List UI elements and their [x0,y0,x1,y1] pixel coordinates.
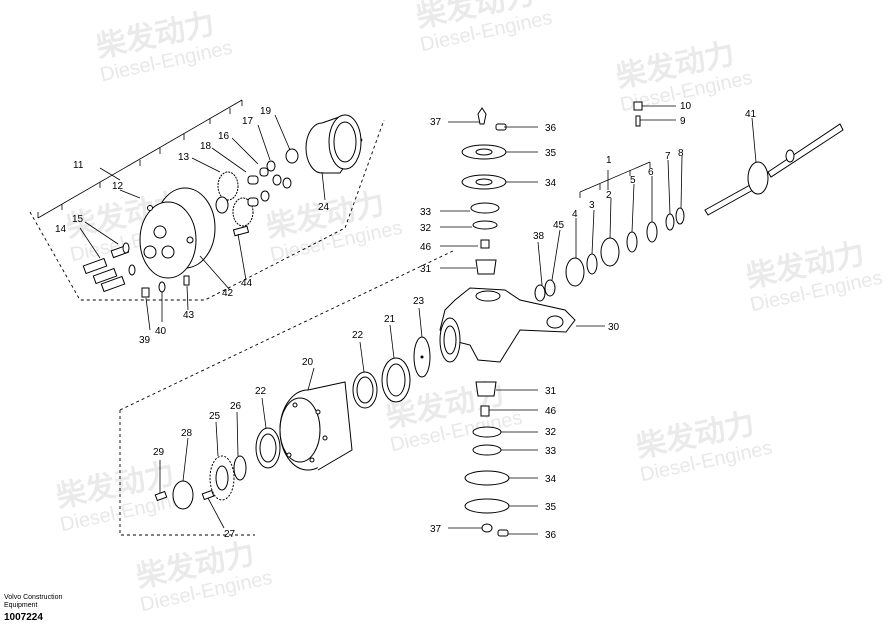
label-45: 45 [553,220,565,231]
label-33a: 33 [420,207,432,218]
label-19: 19 [260,106,272,117]
label-21: 21 [384,314,396,325]
label-46b: 46 [545,406,557,417]
dashed-boundaries [29,119,456,536]
label-24: 24 [318,202,330,213]
wheel-hub [279,381,353,471]
steering-knuckle [439,287,576,363]
label-22b: 22 [255,386,267,397]
label-13: 13 [178,152,190,163]
label-43: 43 [183,310,195,321]
label-35a: 35 [545,148,557,159]
bracket-1 [579,161,651,198]
part-number: 1007224 [4,612,43,623]
lower-kingpin-stack [464,381,510,537]
label-31a: 31 [420,264,432,275]
label-36a: 36 [545,123,557,134]
planetary-carrier [139,187,216,279]
label-44: 44 [241,278,253,289]
label-6: 6 [648,167,654,178]
label-5: 5 [630,175,636,186]
label-3: 3 [589,200,595,211]
label-38: 38 [533,231,545,242]
label-25: 25 [209,411,221,422]
label-27: 27 [224,529,236,540]
label-8: 8 [678,148,684,159]
label-12: 12 [112,181,124,192]
label-28: 28 [181,428,193,439]
label-31b: 31 [545,386,557,397]
label-22a: 22 [352,330,364,341]
label-37b: 37 [430,524,442,535]
label-40: 40 [155,326,167,337]
label-37a: 37 [430,117,442,128]
label-29: 29 [153,447,165,458]
label-20: 20 [302,357,314,368]
label-42: 42 [222,288,234,299]
label-46a: 46 [420,242,432,253]
label-26: 26 [230,401,242,412]
brand-line1: Volvo Construction [4,594,63,601]
label-39: 39 [139,335,151,346]
label-10: 10 [680,101,692,112]
ring-gear [305,114,363,174]
brand-block: Volvo Construction Equipment 1007224 [4,594,62,624]
upper-kingpin-stack [461,107,507,275]
label-23: 23 [413,296,425,307]
label-41: 41 [745,109,757,120]
bearing-washers [247,148,299,207]
nut-bolt-9-10 [633,101,643,127]
drive-shaft [704,123,844,216]
bolts-14-15 [82,242,136,293]
hub-bearings [255,336,431,469]
callout-labels: 1 2 3 4 5 6 7 8 9 10 11 12 13 14 15 16 1… [55,101,757,541]
label-14: 14 [55,224,67,235]
label-34a: 34 [545,178,557,189]
label-33b: 33 [545,446,557,457]
label-18: 18 [200,141,212,152]
leader-lines [79,105,757,535]
planet-gears [215,171,254,227]
label-36b: 36 [545,530,557,541]
label-34b: 34 [545,474,557,485]
bracket-11 [37,99,243,219]
label-35b: 35 [545,502,557,513]
plugs [141,225,250,298]
label-4: 4 [572,209,578,220]
label-32a: 32 [420,223,432,234]
brand-line2: Equipment [4,602,38,609]
label-16: 16 [218,131,230,142]
label-32b: 32 [545,427,557,438]
label-17: 17 [242,116,254,127]
label-7: 7 [665,151,671,162]
label-11: 11 [73,160,84,171]
label-9: 9 [680,116,686,127]
label-30: 30 [608,322,620,333]
label-1: 1 [606,155,612,166]
label-15: 15 [72,214,84,225]
label-2: 2 [606,190,612,201]
